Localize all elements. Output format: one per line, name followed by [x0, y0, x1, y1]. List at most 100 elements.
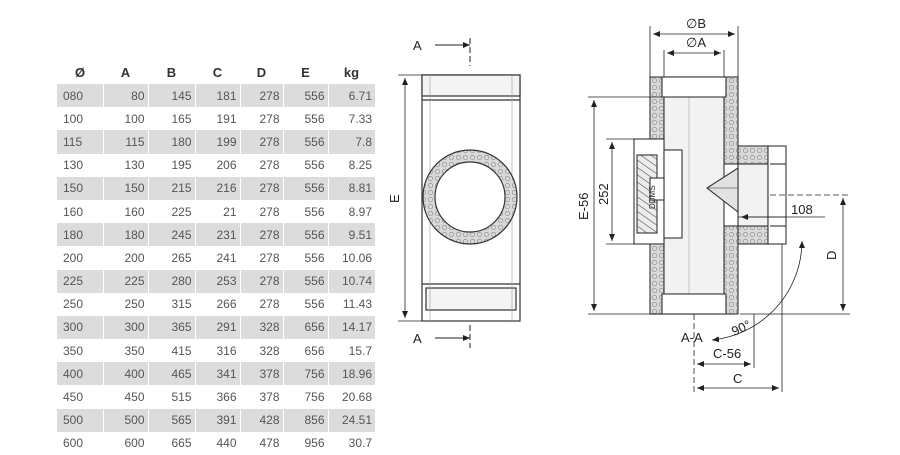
table-cell: 556	[283, 176, 329, 200]
door-handle	[663, 149, 683, 239]
col-header-d: D	[256, 64, 267, 80]
table-cell: 556	[283, 292, 329, 316]
table-cell: 265	[148, 246, 196, 270]
table-cell: 278	[240, 292, 284, 316]
table-cell: 225	[103, 269, 149, 293]
dim-label-branch-height: D	[824, 251, 839, 260]
col-header-c: C	[212, 64, 223, 80]
table-cell: 556	[283, 246, 329, 270]
table-cell: 7.8	[328, 130, 375, 154]
col-header-e: E	[301, 64, 310, 80]
table-cell: 160	[57, 199, 104, 224]
table-cell: 291	[195, 315, 241, 340]
dim-label-door-height: 252	[596, 183, 611, 205]
branch-inner-cone	[706, 166, 739, 214]
col-header-a: A	[120, 64, 131, 80]
table-cell: 200	[103, 246, 149, 270]
table-cell: 316	[195, 339, 241, 363]
table-cell: 656	[283, 315, 329, 340]
table-cell: 350	[57, 339, 104, 363]
table-cell: 856	[283, 408, 329, 432]
table-cell: 199	[195, 130, 241, 154]
table-cell: 500	[103, 408, 149, 432]
table-cell: 24.51	[328, 408, 375, 432]
table-cell: 216	[195, 176, 241, 200]
table-cell: 7.33	[348, 111, 372, 126]
table-cell: 600	[103, 431, 149, 455]
col-header-b: B	[166, 64, 177, 80]
dimension-outer-diameter	[649, 26, 739, 77]
table-cell: 450	[103, 385, 149, 409]
table-cell: 11.43	[342, 297, 372, 312]
table-cell: 278	[240, 269, 284, 293]
table-cell: 556	[283, 223, 329, 247]
table-cell: 315	[148, 292, 196, 316]
table-cell: 280	[148, 269, 196, 293]
table-cell: 565	[148, 408, 196, 432]
section-label-top: A	[413, 38, 422, 53]
section-marker-top	[435, 38, 471, 66]
branch-insulation-bottom	[737, 225, 769, 245]
table-cell: 400	[57, 362, 104, 386]
table-cell: 10.74	[328, 269, 375, 293]
table-cell: 231	[195, 223, 241, 247]
dimension-e	[398, 74, 422, 322]
table-cell: 450	[57, 385, 104, 409]
table-cell: 278	[240, 223, 284, 247]
col-header-diameter: Ø	[74, 64, 86, 80]
dim-label-e: E	[387, 194, 402, 203]
dim-label-height-minus: E-56	[576, 193, 591, 220]
table-cell: 378	[240, 362, 284, 386]
table-cell: 180	[148, 130, 196, 154]
dimension-inner-diameter	[663, 50, 725, 77]
table-cell: 665	[148, 431, 196, 455]
col-header-kg: kg	[343, 64, 360, 80]
section-label-bottom: A	[413, 331, 422, 346]
table-cell: 278	[240, 130, 284, 154]
table-cell: 341	[195, 362, 241, 386]
top-collar	[661, 76, 727, 98]
table-cell: 181	[195, 84, 241, 108]
front-bottom-collar	[425, 287, 517, 311]
table-cell: 200	[57, 246, 104, 270]
table-cell: 21	[195, 199, 241, 224]
dim-label-branch-offset-minus: C-56	[713, 346, 741, 361]
table-cell: 556	[283, 84, 329, 108]
section-marker-bottom	[435, 325, 471, 348]
table-cell: 80	[103, 84, 149, 108]
table-cell: 250	[103, 292, 149, 316]
door-text: DDMS	[648, 185, 657, 209]
branch-insulation-top	[737, 145, 769, 165]
section-view-label: A-A	[681, 330, 703, 345]
table-cell: 756	[283, 385, 329, 409]
table-cell: 328	[240, 339, 284, 363]
table-cell: 206	[195, 153, 241, 177]
table-cell: 556	[283, 269, 329, 293]
table-cell: 253	[195, 269, 241, 293]
table-cell: 115	[103, 130, 149, 154]
table-cell: 20.68	[341, 390, 372, 405]
table-cell: 328	[240, 315, 284, 340]
bottom-collar	[661, 293, 727, 315]
table-cell: 600	[57, 431, 104, 455]
branch-opening	[434, 161, 506, 233]
table-cell: 278	[240, 199, 284, 224]
table-cell: 278	[240, 246, 284, 270]
table-cell: 30.7	[348, 436, 372, 451]
table-cell: 250	[57, 292, 104, 316]
centerlines	[693, 240, 805, 392]
dimension-height-minus	[588, 96, 662, 315]
table-cell: 556	[283, 107, 329, 131]
table-cell: 556	[283, 153, 329, 177]
table-cell: 756	[283, 362, 329, 386]
